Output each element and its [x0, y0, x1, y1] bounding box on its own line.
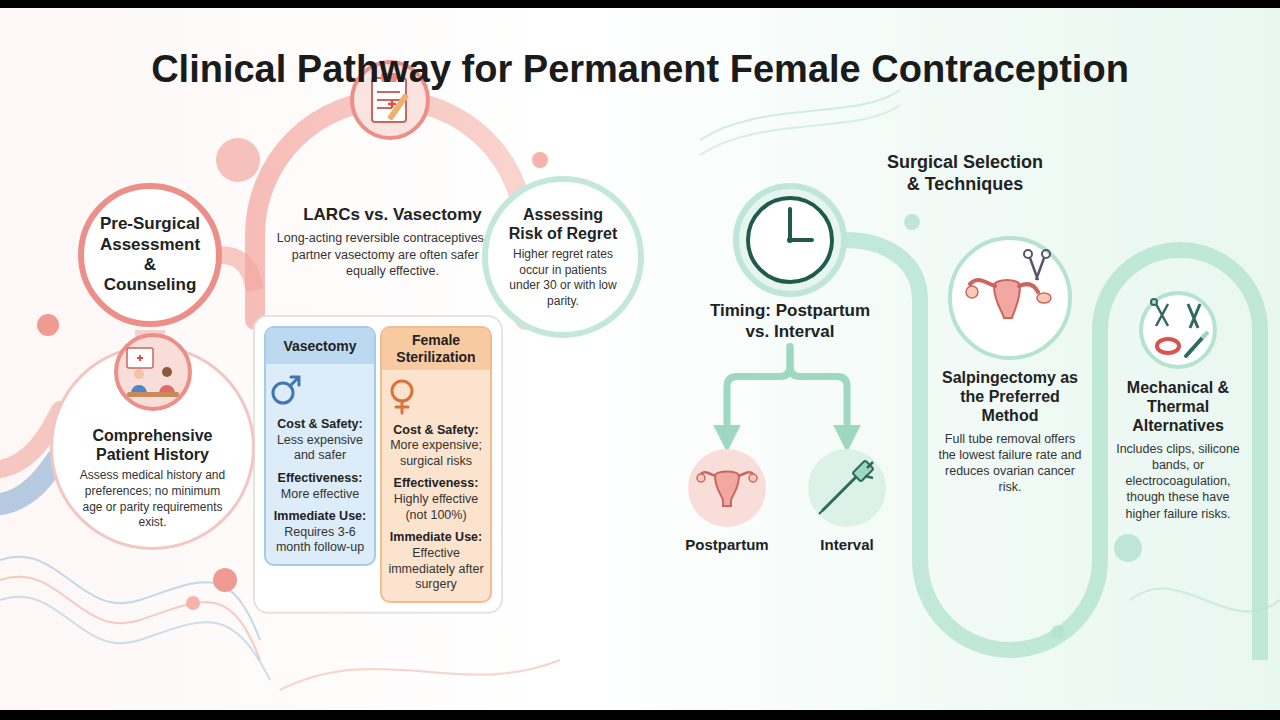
node-text: Assess medical history and preferences; … [79, 468, 226, 530]
split-arrow [727, 347, 790, 441]
node-text: Effectiveness: [266, 471, 374, 487]
node-text: Cost & Safety: [266, 417, 374, 433]
male-symbol [266, 370, 374, 410]
option-node: Postpartum [682, 448, 772, 554]
tools-icon [1138, 290, 1218, 370]
node-text: Interval [820, 536, 873, 554]
node-text: Higher regret rates occur in patients un… [508, 247, 618, 309]
history-circle: Comprehensive Patient HistoryAssess medi… [50, 345, 255, 550]
bottom-bar [0, 710, 1280, 720]
diagram-title: Clinical Pathway for Permanent Female Co… [0, 48, 1280, 91]
comparison-column: Female SterilizationCost & Safety:More e… [380, 326, 492, 603]
node-text: More effective [266, 487, 374, 503]
node-text: Timing: Postpartum vs. Interval [700, 300, 880, 343]
uterus-icon-graphic [687, 448, 767, 528]
start-circle: Pre-Surgical Assessment & Counseling [78, 183, 222, 327]
node-text: Effective immediately after surgery [382, 546, 490, 593]
uterus-icon [687, 448, 767, 528]
node-text: More expensive; surgical risks [382, 438, 490, 469]
dot [216, 138, 260, 182]
method-node: Salpingectomy as the Preferred MethodFul… [935, 236, 1085, 496]
node-text: LARCs vs. Vasectomy [275, 205, 510, 225]
salpingectomy-icon [948, 236, 1072, 360]
node-text: Full tube removal offers the lowest fail… [935, 431, 1085, 496]
node-text: Vasectomy [266, 328, 374, 364]
dot [186, 596, 200, 610]
history-icon-graphic [113, 332, 193, 412]
node-text: Less expensive and safer [266, 433, 374, 464]
method-node: Mechanical & Thermal AlternativesInclude… [1112, 290, 1244, 522]
section-heading: Surgical Selection & Techniques [880, 152, 1050, 195]
clock-icon [736, 186, 844, 294]
node-text: Salpingectomy as the Preferred Method [935, 368, 1085, 426]
node-text: Effectiveness: [382, 476, 490, 492]
regret-circle: Assessing Risk of RegretHigher regret ra… [482, 176, 644, 338]
dot [904, 214, 920, 230]
male-symbol-graphic [266, 370, 306, 410]
split-arrow [790, 347, 847, 441]
node-text: Cost & Safety: [382, 423, 490, 439]
node-text: Long-acting reversible contraceptives an… [275, 230, 510, 279]
female-symbol [382, 376, 490, 416]
node-text: Requires 3-6 month follow-up [266, 525, 374, 556]
instrument-icon [807, 448, 887, 528]
timing-label: Timing: Postpartum vs. Interval [700, 300, 880, 343]
topic-block: LARCs vs. VasectomyLong-acting reversibl… [275, 205, 510, 279]
node-text: Female Sterilization [382, 328, 490, 370]
comparison-column: VasectomyCost & Safety:Less expensive an… [264, 326, 376, 566]
node-text: Mechanical & Thermal Alternatives [1112, 378, 1244, 436]
history-icon [113, 332, 193, 412]
dot [213, 568, 237, 592]
dot [1114, 534, 1142, 562]
dot [532, 152, 548, 168]
wave-lines [0, 90, 1280, 690]
salpingectomy-icon-graphic [948, 236, 1072, 360]
node-text: Highly effective (not 100%) [382, 492, 490, 523]
female-symbol-graphic [382, 376, 422, 416]
instrument-icon-graphic [807, 448, 887, 528]
top-bar [0, 0, 1280, 8]
option-node: Interval [802, 448, 892, 554]
tools-icon-graphic [1138, 290, 1218, 370]
node-text: Immediate Use: [382, 530, 490, 546]
node-text: Pre-Surgical Assessment & Counseling [98, 214, 202, 296]
node-text: Postpartum [685, 536, 768, 554]
node-text: Immediate Use: [266, 509, 374, 525]
node-text: Comprehensive Patient History [79, 426, 226, 464]
node-text: Includes clips, silicone bands, or elect… [1112, 441, 1244, 522]
node-text: Assessing Risk of Regret [508, 205, 618, 243]
dot [37, 314, 59, 336]
comparison-panel [254, 316, 502, 613]
